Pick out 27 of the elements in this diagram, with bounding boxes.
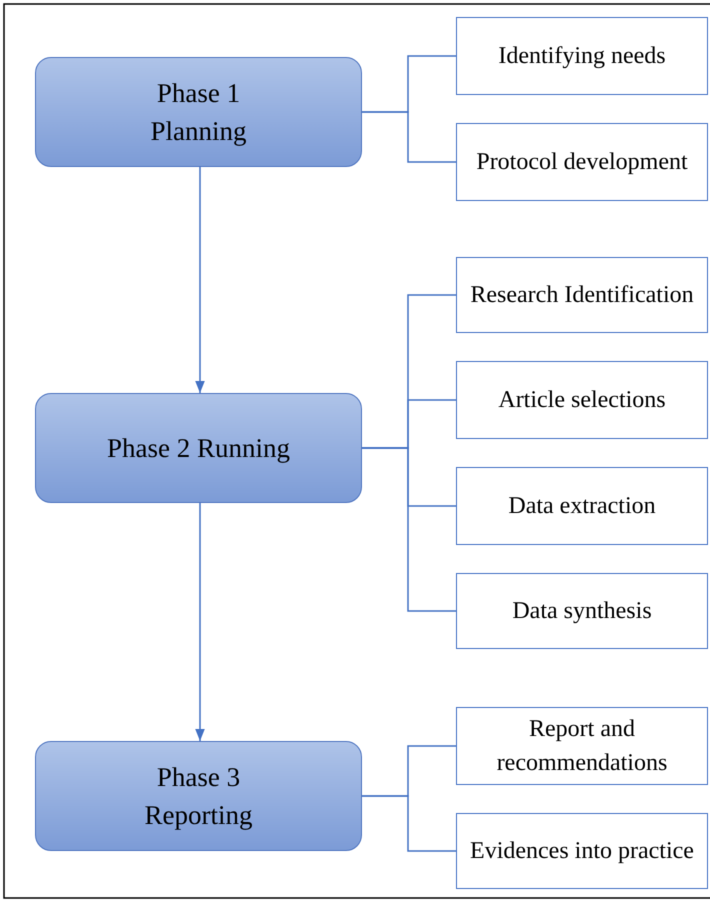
arrow <box>195 167 205 393</box>
step-box <box>456 707 708 785</box>
step-label: Identifying needs <box>498 42 666 71</box>
connector-line <box>362 111 456 163</box>
step-box <box>456 813 708 889</box>
step-label: Protocol development <box>476 148 688 177</box>
step-label: Report and recommendations <box>496 715 668 778</box>
phase-box <box>35 393 362 503</box>
step-box <box>456 123 708 201</box>
phase-title: Phase 1 Planning <box>149 77 248 148</box>
step-label: Article selections <box>498 386 666 415</box>
step-box <box>456 257 708 333</box>
connector-line <box>362 447 456 612</box>
step-box <box>456 467 708 545</box>
phase-box <box>35 741 362 851</box>
step-label: Research Identification <box>470 281 694 310</box>
phase-title: Phase 2 Running <box>106 432 290 465</box>
step-label: Data synthesis <box>512 597 652 626</box>
phase-title: Phase 3 Reporting <box>144 761 254 832</box>
step-box <box>456 17 708 95</box>
phase-box <box>35 57 362 167</box>
step-box <box>456 573 708 649</box>
step-box <box>456 361 708 439</box>
arrow <box>195 503 205 741</box>
connector-line <box>362 795 456 852</box>
step-label: Data extraction <box>508 492 656 521</box>
step-label: Evidences into practice <box>470 837 694 866</box>
